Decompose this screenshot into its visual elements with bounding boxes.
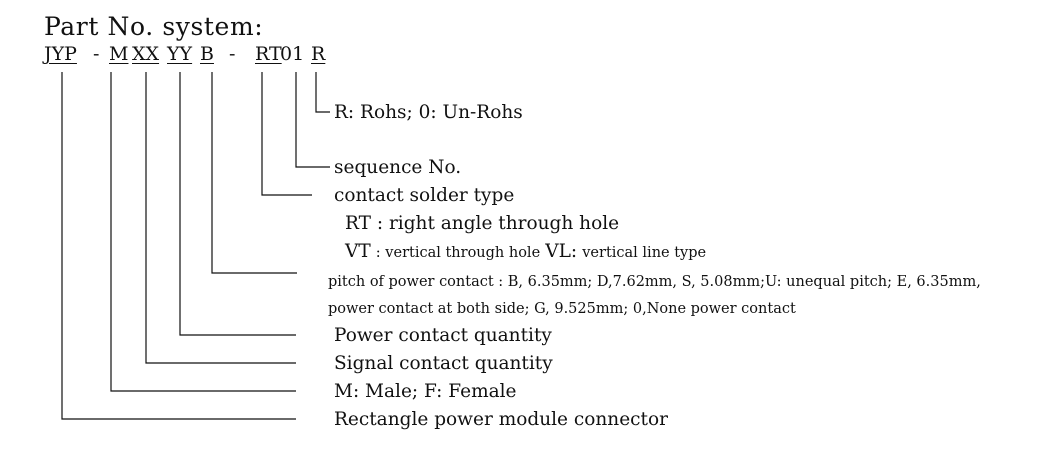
line-solder (261, 72, 312, 196)
label-power-qty: Power contact quantity (334, 325, 552, 346)
vl-code: VL: (545, 241, 578, 262)
code-rohs: R (311, 43, 326, 65)
code-dash-2: - (229, 43, 236, 65)
vl-desc: vertical line type (582, 245, 707, 261)
code-power-qty: YY (167, 43, 193, 65)
label-pitch-1: pitch of power contact : B, 6.35mm; D,7.… (328, 274, 981, 290)
line-rohs (315, 72, 330, 113)
line-signal-qty (145, 72, 296, 364)
code-dash-1: - (93, 43, 100, 65)
label-signal-qty: Signal contact quantity (334, 353, 553, 374)
line-sequence (295, 72, 330, 168)
line-pitch (211, 72, 297, 274)
label-module: Rectangle power module connector (334, 409, 668, 430)
code-solder-type: RT (255, 43, 282, 65)
line-gender (110, 72, 296, 392)
code-gender: M (109, 43, 129, 65)
code-sequence: 01 (280, 43, 305, 65)
vt-desc: : vertical through hole (375, 245, 541, 261)
title: Part No. system: (44, 12, 264, 41)
line-module (61, 72, 296, 420)
code-series: JYP (44, 43, 77, 65)
label-pitch-2: power contact at both side; G, 9.525mm; … (328, 301, 796, 317)
line-power-qty (179, 72, 296, 336)
label-rohs: R: Rohs; 0: Un-Rohs (334, 102, 523, 123)
code-signal-qty: XX (132, 43, 160, 65)
label-vt: VT : vertical through hole VL: vertical … (345, 241, 706, 263)
label-rt: RT : right angle through hole (345, 213, 620, 234)
label-sequence: sequence No. (334, 157, 462, 178)
label-gender: M: Male; F: Female (334, 381, 517, 402)
vt-code: VT (345, 241, 371, 262)
label-solder-type: contact solder type (334, 185, 515, 206)
code-pitch: B (200, 43, 214, 65)
